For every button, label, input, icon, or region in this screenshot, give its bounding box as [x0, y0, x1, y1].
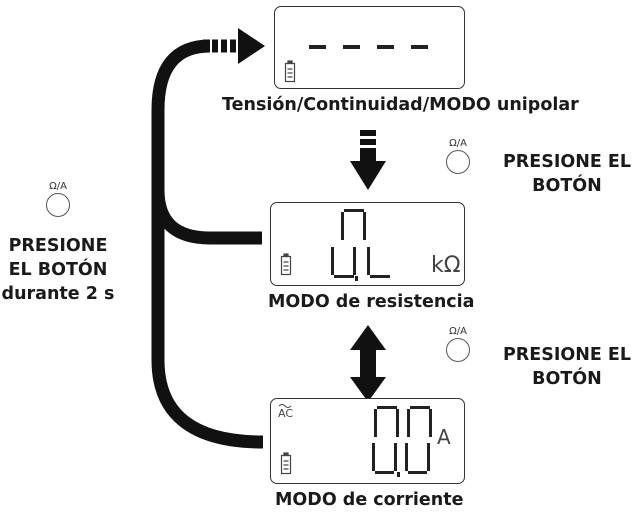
omega-a-button-top[interactable]: Ω/A [438, 138, 478, 174]
segment-readout-0-0 [372, 406, 432, 477]
button-icon [446, 338, 470, 362]
unit-kilo-ohm: kΩ [431, 253, 461, 278]
lcd-display-voltage [274, 6, 465, 89]
unit-ampere: A [437, 425, 451, 449]
caption-voltage-mode: Tensión/Continuidad/MODO unipolar [222, 95, 579, 115]
arrow-right-icon [203, 28, 265, 64]
double-arrow-icon [350, 325, 386, 402]
caption-resistance-mode: MODO de resistencia [268, 292, 475, 312]
button-label: Ω/A [49, 181, 67, 192]
caption-current-mode: MODO de corriente [275, 490, 464, 510]
battery-icon [280, 253, 292, 276]
instruction-press-button-top: PRESIONE EL BOTÓN [502, 152, 632, 196]
dash-readout [309, 45, 428, 49]
omega-a-button-middle[interactable]: Ω/A [438, 326, 478, 362]
button-icon [46, 193, 70, 217]
ac-mode-indicator: AC [278, 407, 294, 420]
button-label: Ω/A [449, 326, 467, 337]
lcd-display-resistance: kΩ [270, 202, 465, 286]
return-path-line [151, 39, 264, 449]
arrow-down-icon [350, 130, 386, 190]
battery-icon [284, 60, 296, 83]
lcd-display-current: AC A [270, 398, 465, 484]
instruction-press-button-hold: PRESIONE EL BOTÓN durante 2 s [1, 236, 115, 304]
omega-a-button-left[interactable]: Ω/A [38, 181, 78, 217]
button-icon [446, 150, 470, 174]
battery-icon [280, 452, 292, 475]
instruction-press-button-middle: PRESIONE EL BOTÓN [502, 345, 632, 389]
ac-tilde-icon [278, 404, 292, 408]
segment-readout-0L [331, 209, 390, 281]
button-label: Ω/A [449, 138, 467, 149]
branch-line [151, 189, 262, 245]
